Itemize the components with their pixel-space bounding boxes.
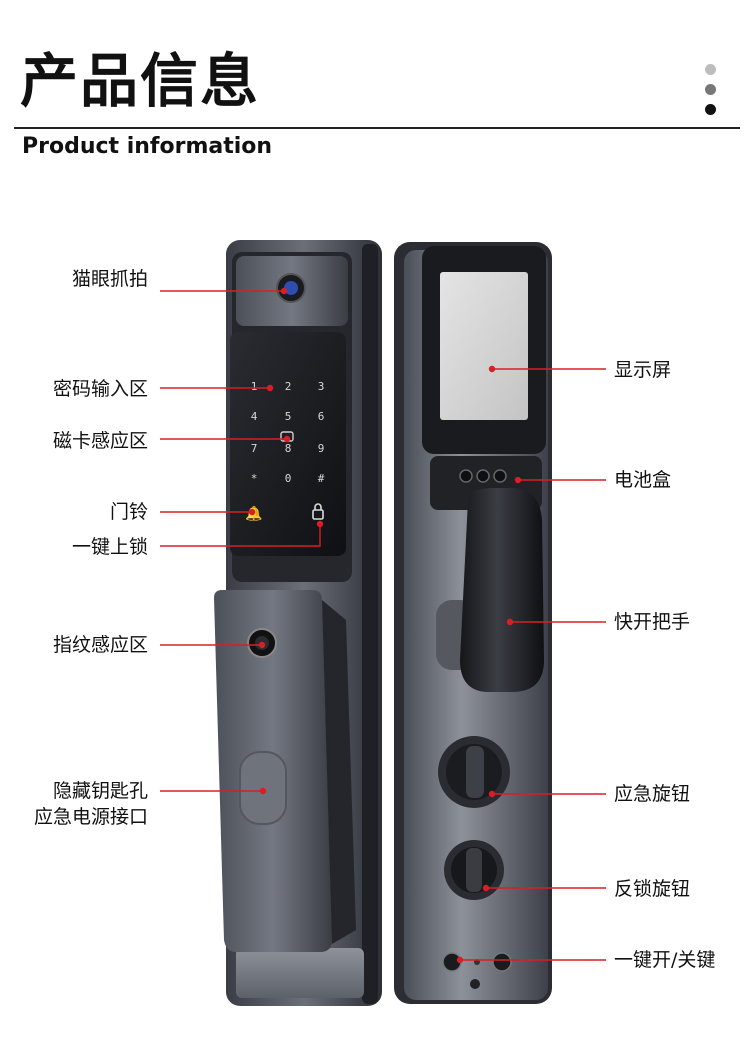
label-peephole: 猫眼抓拍 <box>71 268 148 290</box>
keypad-key: 5 <box>285 410 292 423</box>
keypad-key: * <box>251 472 258 485</box>
label-deadlock-knob: 反锁旋钮 <box>614 878 691 900</box>
keypad-key: 0 <box>285 472 292 485</box>
keypad-key: 4 <box>251 410 258 423</box>
keypad-key: 1 <box>251 380 258 393</box>
label-emergency-knob: 应急旋钮 <box>614 783 691 805</box>
dot-light <box>705 64 716 75</box>
back-lock <box>394 242 552 1004</box>
label-keyhole: 隐藏钥匙孔 应急电源接口 <box>34 778 148 830</box>
battery-button-1 <box>459 469 473 483</box>
deadlock-knob-bar <box>466 848 482 892</box>
label-screen: 显示屏 <box>614 359 672 381</box>
label-battery: 电池盒 <box>614 469 672 491</box>
label-keyhole-line2: 应急电源接口 <box>33 806 148 828</box>
keypad-key: 9 <box>318 442 325 455</box>
keypad-key: 7 <box>251 442 258 455</box>
dot-mid <box>705 84 716 95</box>
keypad-key: # <box>318 472 325 485</box>
emergency-knob-bar <box>466 746 484 798</box>
front-frame-edge <box>362 244 378 1004</box>
callout-lines <box>160 287 606 964</box>
label-fingerprint: 指纹感应区 <box>52 634 148 656</box>
keypad-key: 6 <box>318 410 325 423</box>
label-password: 密码输入区 <box>52 378 148 400</box>
battery-button-3 <box>493 469 507 483</box>
front-handle-shade <box>322 600 356 944</box>
callout-lock-one-key <box>160 524 321 547</box>
label-card: 磁卡感应区 <box>52 430 148 452</box>
title-underline <box>14 127 740 129</box>
page-title: 产品信息 <box>20 47 261 115</box>
decor-dots <box>705 64 719 124</box>
page-subtitle: Product information <box>22 134 273 159</box>
keypad: 1 2 3 4 5 6 7 8 9 * 0 # <box>251 380 325 485</box>
battery-button-2 <box>476 469 490 483</box>
label-keyhole-line1: 隐藏钥匙孔 <box>52 780 148 802</box>
keypad-key: 3 <box>318 380 325 393</box>
keypad-key: 2 <box>285 380 292 393</box>
label-onoff: 一键开/关键 <box>614 949 716 971</box>
lock-icon <box>312 503 324 520</box>
reset-hole <box>470 979 480 989</box>
onoff-button-right <box>492 952 512 972</box>
label-lock-one-key: 一键上锁 <box>71 536 148 558</box>
dot-dark <box>705 104 716 115</box>
display-screen <box>440 272 528 420</box>
quick-handle <box>460 488 544 692</box>
camera-lens-inner <box>284 281 298 295</box>
label-doorbell: 门铃 <box>109 501 148 523</box>
keypad-key: 8 <box>285 442 292 455</box>
front-bottom-plate <box>236 948 364 998</box>
label-handle: 快开把手 <box>614 611 691 633</box>
